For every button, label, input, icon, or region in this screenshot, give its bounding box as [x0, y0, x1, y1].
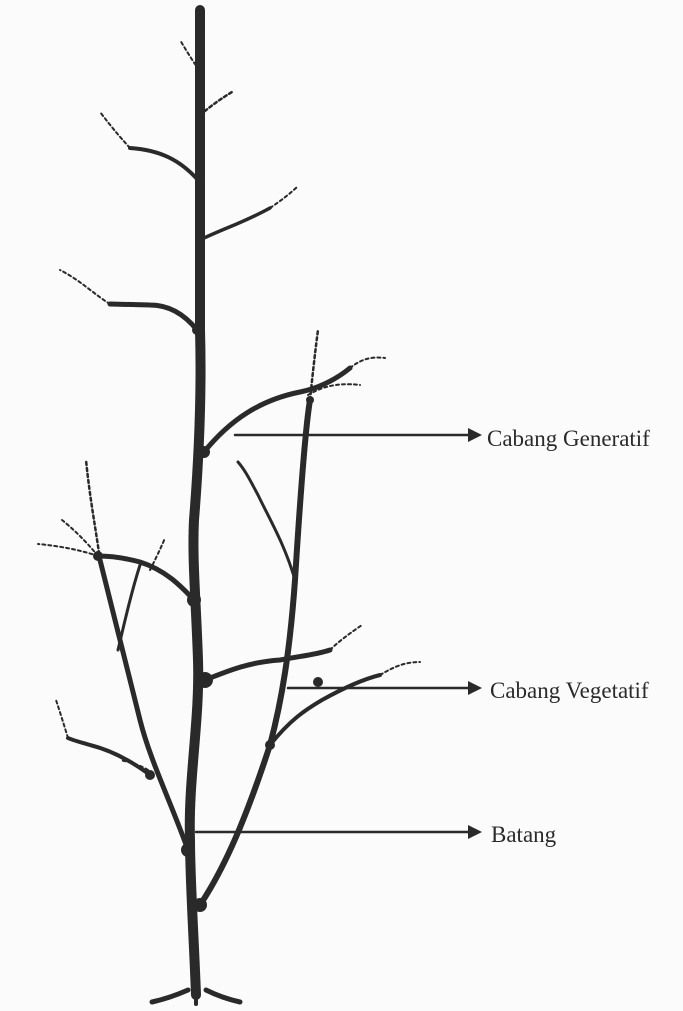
- label-cabang-vegetatif: Cabang Vegetatif: [490, 679, 649, 702]
- arrow-heads: [468, 428, 482, 839]
- trunk-knots: [93, 176, 323, 912]
- vegetative-branches: [205, 625, 420, 745]
- right-fork-trunk: [200, 330, 318, 905]
- label-cabang-generatif: Cabang Generatif: [487, 427, 650, 450]
- upper-left-branches: [60, 112, 198, 330]
- left-fork-trunk: [86, 460, 188, 850]
- annotation-arrows: [196, 435, 470, 832]
- label-batang: Batang: [491, 823, 556, 846]
